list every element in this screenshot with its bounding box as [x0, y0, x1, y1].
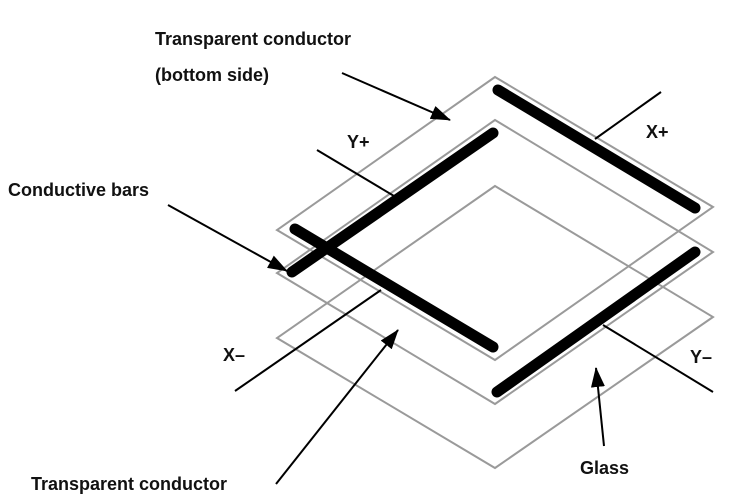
arrow-top-conductor: [341, 72, 451, 121]
label-bottom-conductor: Transparent conductor: [31, 474, 227, 494]
label-glass: Glass: [580, 458, 629, 478]
label-x-plus: X+: [646, 122, 669, 142]
leader-x-plus: [594, 91, 662, 140]
label-conductive-bars: Conductive bars: [8, 180, 149, 200]
leader-y-plus: [316, 149, 395, 197]
top-sheet: [275, 75, 715, 362]
label-y-plus: Y+: [347, 132, 370, 152]
leader-x-minus: [234, 289, 382, 392]
bar-x-plus: [492, 84, 701, 214]
arrow-conductive-bars: [167, 204, 288, 272]
label-top-conductor: Transparent conductor: [155, 29, 351, 49]
bar-y-minus: [491, 246, 701, 398]
glass-sheet: [275, 184, 715, 470]
label-x-minus: X–: [223, 345, 245, 365]
label-y-minus: Y–: [690, 347, 712, 367]
label-top-conductor-side: (bottom side): [155, 65, 269, 85]
arrow-glass: [590, 367, 605, 447]
arrow-bottom-conductor: [275, 329, 399, 485]
leader-y-minus: [602, 324, 714, 393]
bar-x-minus: [289, 223, 499, 353]
middle-sheet: [275, 118, 715, 406]
